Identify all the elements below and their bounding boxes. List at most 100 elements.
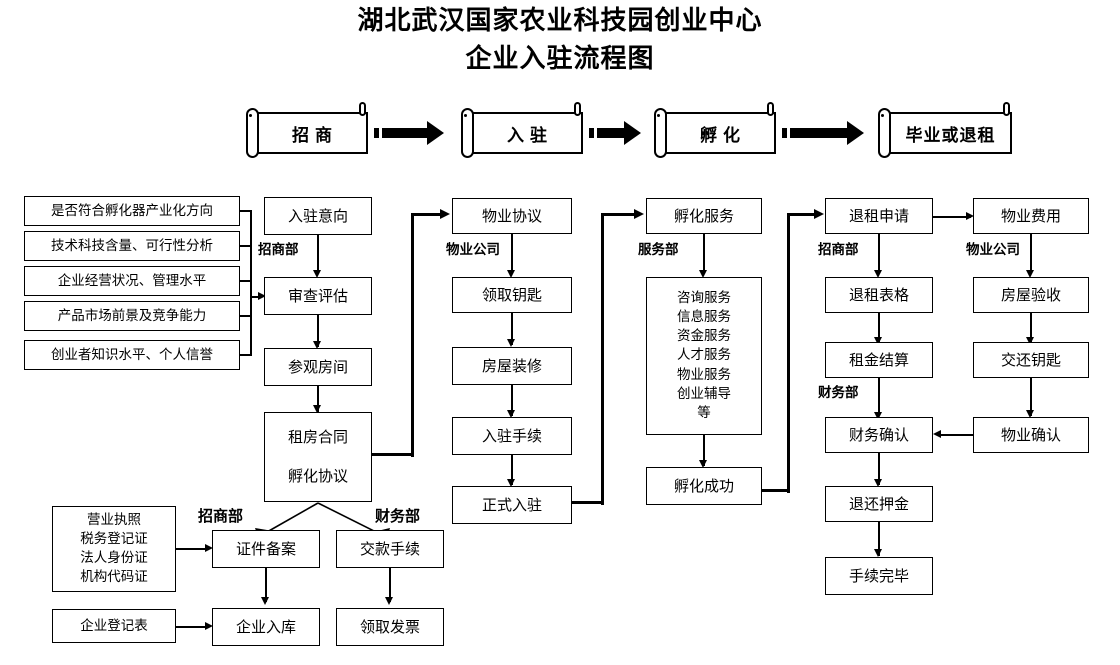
conn-form-rent: [878, 313, 880, 343]
conn-renovate-procedures-arrow-icon: [507, 410, 515, 418]
stage-label: 招商: [292, 125, 338, 146]
page-title-line2: 企业入驻流程图: [465, 44, 655, 74]
conn-service-list: [703, 234, 705, 274]
step-lease-contract: 租房合同 孵化协议: [264, 412, 372, 502]
stage-banner-recruit: 招商: [240, 102, 368, 158]
dept-label-finance-exit: 财务部: [818, 385, 859, 401]
stage-banner-incubate: 孵化: [648, 102, 776, 158]
registration-form-box: 企业登记表: [52, 609, 176, 643]
conn-list-success-arrow-icon: [699, 460, 707, 468]
criteria-to-review-arrow-icon: [258, 292, 266, 300]
conn-contract-property-arrow-icon: [440, 209, 450, 219]
criteria-box-2: 技术科技含量、可行性分析: [24, 231, 240, 261]
step-official-movein: 正式入驻: [452, 486, 572, 524]
conn-filing-enterdb-arrow-icon: [261, 597, 269, 605]
step-movein-procedures: 入驻手续: [452, 417, 572, 455]
step-get-keys: 领取钥匙: [452, 277, 572, 313]
conn-review-visit-arrow-icon: [313, 341, 321, 349]
step-incubation-service: 孵化服务: [646, 198, 762, 234]
conn-regform-enterdb: [176, 626, 208, 628]
conn-exitapp-propertyfee: [933, 216, 971, 218]
conn-review-visit: [317, 315, 319, 347]
conn-procedures-official-arrow-icon: [507, 479, 515, 487]
conn-official-incubate-h1: [572, 501, 604, 505]
conn-rent-financeconfirm-arrow-icon: [874, 412, 882, 420]
conn-intent-review: [317, 235, 319, 274]
conn-service-list-arrow-icon: [699, 270, 707, 278]
stage-arrow-2-icon: [589, 121, 641, 145]
stage-arrow-1-icon: [374, 121, 446, 145]
scroll-roll-icon: [654, 108, 667, 158]
dept-label-property-company: 物业公司: [446, 242, 500, 258]
conn-financeconfirm-deposit-arrow-icon: [874, 479, 882, 487]
dept-label-bottom-finance: 财务部: [375, 507, 421, 525]
scroll-roll-icon: [246, 108, 259, 158]
step-exit-form: 退租表格: [825, 277, 933, 313]
conn-financeconfirm-deposit: [878, 453, 880, 485]
conn-contract-property-h2: [411, 213, 443, 217]
scroll-knob-icon: [767, 102, 774, 116]
conn-inspection-returnkeys-arrow-icon: [1026, 337, 1034, 345]
step-visit-room: 参观房间: [264, 348, 372, 386]
step-procedure-complete: 手续完毕: [825, 557, 933, 595]
conn-rent-financeconfirm: [878, 378, 880, 416]
criteria-box-3: 企业经营状况、管理水平: [24, 266, 240, 296]
conn-deposit-complete-arrow-icon: [874, 549, 882, 557]
conn-success-exit-arrow-icon: [814, 209, 824, 219]
conn-agreement-keys-arrow-icon: [507, 270, 515, 278]
conn-procedures-official: [511, 455, 513, 485]
stage-label: 入驻: [507, 125, 553, 146]
dept-label-property-company-exit: 物业公司: [966, 242, 1020, 258]
step-intent: 入驻意向: [264, 197, 372, 235]
conn-propertyconfirm-financeconfirm: [941, 434, 973, 436]
criteria-stub-2: [240, 245, 252, 247]
conn-regform-enterdb-arrow-icon: [205, 622, 213, 630]
conn-docs-filing-arrow-icon: [205, 544, 213, 552]
stage-label: 毕业或退租: [905, 125, 996, 146]
dept-label-recruit: 招商部: [258, 242, 299, 258]
step-rent-settlement: 租金结算: [825, 342, 933, 378]
conn-visit-contract-arrow-icon: [313, 405, 321, 413]
step-incubation-success: 孵化成功: [646, 467, 762, 505]
conn-fee-inspection-arrow-icon: [1026, 270, 1034, 278]
stage-banner-movein: 入驻: [455, 102, 583, 158]
conn-payment-invoice-arrow-icon: [385, 597, 393, 605]
conn-returnkeys-propertyconfirm-arrow-icon: [1026, 410, 1034, 418]
conn-keys-renovate-arrow-icon: [507, 339, 515, 347]
required-documents-box: 营业执照 税务登记证 法人身份证 机构代码证: [52, 506, 176, 592]
criteria-stub-4: [240, 315, 252, 317]
conn-exitapp-form-arrow-icon: [874, 270, 882, 278]
scroll-knob-icon: [574, 102, 581, 116]
criteria-box-4: 产品市场前景及竞争能力: [24, 301, 240, 331]
criteria-box-1: 是否符合孵化器产业化方向: [24, 196, 240, 226]
conn-keys-renovate: [511, 313, 513, 345]
step-property-fee: 物业费用: [973, 198, 1089, 234]
step-exit-application: 退租申请: [825, 198, 933, 234]
dept-label-service: 服务部: [638, 242, 679, 258]
conn-intent-review-arrow-icon: [313, 270, 321, 278]
conn-success-exit-h2: [787, 213, 817, 217]
criteria-stub-3: [240, 280, 252, 282]
criteria-bracket-spine: [250, 210, 252, 356]
criteria-to-review-line: [250, 296, 262, 298]
stage-arrow-3-icon: [782, 121, 866, 145]
criteria-stub-5: [240, 354, 252, 356]
step-return-keys: 交还钥匙: [973, 342, 1089, 378]
conn-visit-contract: [317, 386, 319, 412]
incubation-service-list: 咨询服务 信息服务 资金服务 人才服务 物业服务 创业辅导 等: [646, 277, 762, 435]
step-get-invoice: 领取发票: [336, 608, 444, 646]
banner-body: [886, 112, 1012, 154]
conn-official-incubate-h2: [601, 213, 637, 217]
dept-label-exit-recruit: 招商部: [818, 242, 859, 258]
conn-renovate-procedures: [511, 385, 513, 416]
scroll-knob-icon: [1003, 102, 1010, 116]
conn-list-success: [703, 435, 705, 466]
step-house-inspection: 房屋验收: [973, 277, 1089, 313]
conn-inspection-returnkeys: [1030, 313, 1032, 343]
conn-success-exit-v: [787, 213, 791, 493]
step-payment-procedure: 交款手续: [336, 530, 444, 568]
step-review: 审查评估: [264, 277, 372, 315]
conn-official-incubate-arrow-icon: [634, 209, 644, 219]
conn-filing-enterdb: [265, 568, 267, 602]
